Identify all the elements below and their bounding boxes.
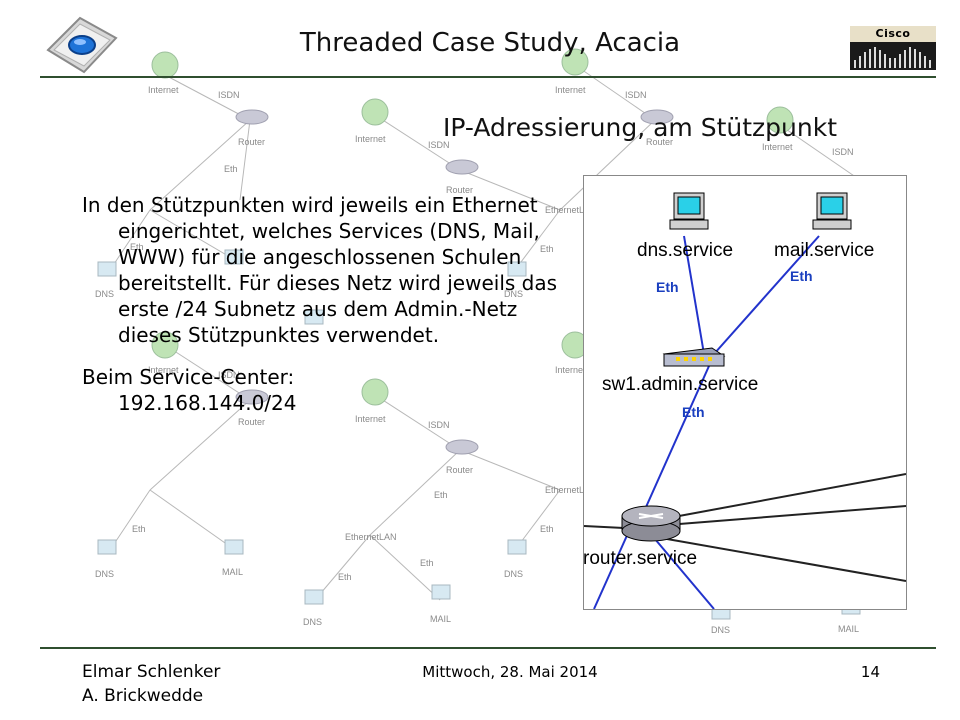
- svg-text:EthernetLAN: EthernetLAN: [345, 532, 397, 542]
- svg-text:Eth: Eth: [434, 490, 448, 500]
- svg-text:ISDN: ISDN: [428, 420, 450, 430]
- svg-text:ISDN: ISDN: [832, 147, 854, 157]
- svg-text:Internet: Internet: [148, 85, 179, 95]
- svg-text:Eth: Eth: [132, 524, 146, 534]
- svg-text:MAIL: MAIL: [838, 624, 859, 634]
- svg-text:DNS: DNS: [303, 617, 322, 627]
- svg-text:Internet: Internet: [355, 414, 386, 424]
- footer-authors: Elmar Schlenker A. Brickwedde: [82, 660, 220, 708]
- svg-text:ISDN: ISDN: [218, 370, 240, 380]
- svg-text:Router: Router: [646, 137, 673, 147]
- dns-host-icon: [669, 192, 709, 230]
- eth-link-label: Eth: [790, 268, 813, 284]
- footer-date: Mittwoch, 28. Mai 2014: [422, 663, 598, 681]
- svg-text:Eth: Eth: [130, 242, 144, 252]
- header-divider: [40, 76, 936, 78]
- svg-text:DNS: DNS: [711, 625, 730, 635]
- eth-link-label: Eth: [656, 279, 679, 295]
- svg-text:Internet: Internet: [762, 142, 793, 152]
- svg-text:Eth: Eth: [540, 244, 554, 254]
- svg-text:Eth: Eth: [224, 164, 238, 174]
- svg-text:DNS: DNS: [95, 289, 114, 299]
- page-number: 14: [860, 663, 880, 681]
- svg-text:Internet: Internet: [555, 85, 586, 95]
- dns-host-label: dns.service: [637, 240, 734, 261]
- router-icon: [621, 505, 681, 542]
- svg-text:Internet: Internet: [555, 365, 586, 375]
- body-paragraph: In den Stützpunkten wird jeweils ein Eth…: [82, 193, 558, 347]
- svg-text:Router: Router: [446, 465, 473, 475]
- service-center-subnet: 192.168.144.0/24: [118, 391, 297, 415]
- svg-text:EthernetLAN: EthernetLAN: [545, 485, 597, 495]
- svg-text:DNS: DNS: [95, 569, 114, 579]
- switch-label: sw1.admin.service: [602, 374, 759, 395]
- switch-icon: [662, 347, 726, 367]
- author-name: A. Brickwedde: [82, 686, 204, 706]
- academy-logo-icon: [46, 16, 118, 74]
- footer-divider: [40, 647, 936, 649]
- svg-text:Router: Router: [446, 185, 473, 195]
- svg-text:ISDN: ISDN: [218, 90, 240, 100]
- cisco-bridge-icon: [850, 42, 936, 70]
- svg-text:MAIL: MAIL: [222, 567, 243, 577]
- svg-text:Internet: Internet: [355, 134, 386, 144]
- svg-text:Eth: Eth: [540, 524, 554, 534]
- body-paragraph-service-center: Beim Service-Center: 192.168.144.0/24: [82, 364, 582, 416]
- svg-text:Eth: Eth: [338, 572, 352, 582]
- network-links: [584, 192, 906, 609]
- service-network-figure: dns.service mail.service Eth Eth sw1.adm…: [583, 175, 907, 610]
- svg-text:MAIL: MAIL: [430, 614, 451, 624]
- service-center-label: Beim Service-Center:: [82, 365, 295, 389]
- eth-link-label: Eth: [682, 404, 705, 420]
- svg-text:ISDN: ISDN: [428, 140, 450, 150]
- mail-host-label: mail.service: [774, 240, 875, 261]
- svg-text:Router: Router: [238, 137, 265, 147]
- svg-text:Eth: Eth: [420, 558, 434, 568]
- cisco-logo: Cisco Systems: [850, 26, 936, 72]
- mail-host-icon: [812, 192, 852, 230]
- svg-text:Internet: Internet: [148, 365, 179, 375]
- slide-body: In den Stützpunkten wird jeweils ein Eth…: [82, 192, 582, 416]
- router-label: router.service: [583, 548, 698, 569]
- svg-text:Router: Router: [238, 417, 265, 427]
- author-name: Elmar Schlenker: [82, 662, 221, 682]
- header-title: Threaded Case Study, Acacia: [299, 28, 681, 58]
- svg-text:DNS: DNS: [504, 289, 523, 299]
- svg-text:EthernetLAN: EthernetLAN: [545, 205, 597, 215]
- svg-text:ISDN: ISDN: [625, 90, 647, 100]
- slide-title: IP-Adressierung, am Stützpunkt: [442, 113, 838, 142]
- svg-text:DNS: DNS: [504, 569, 523, 579]
